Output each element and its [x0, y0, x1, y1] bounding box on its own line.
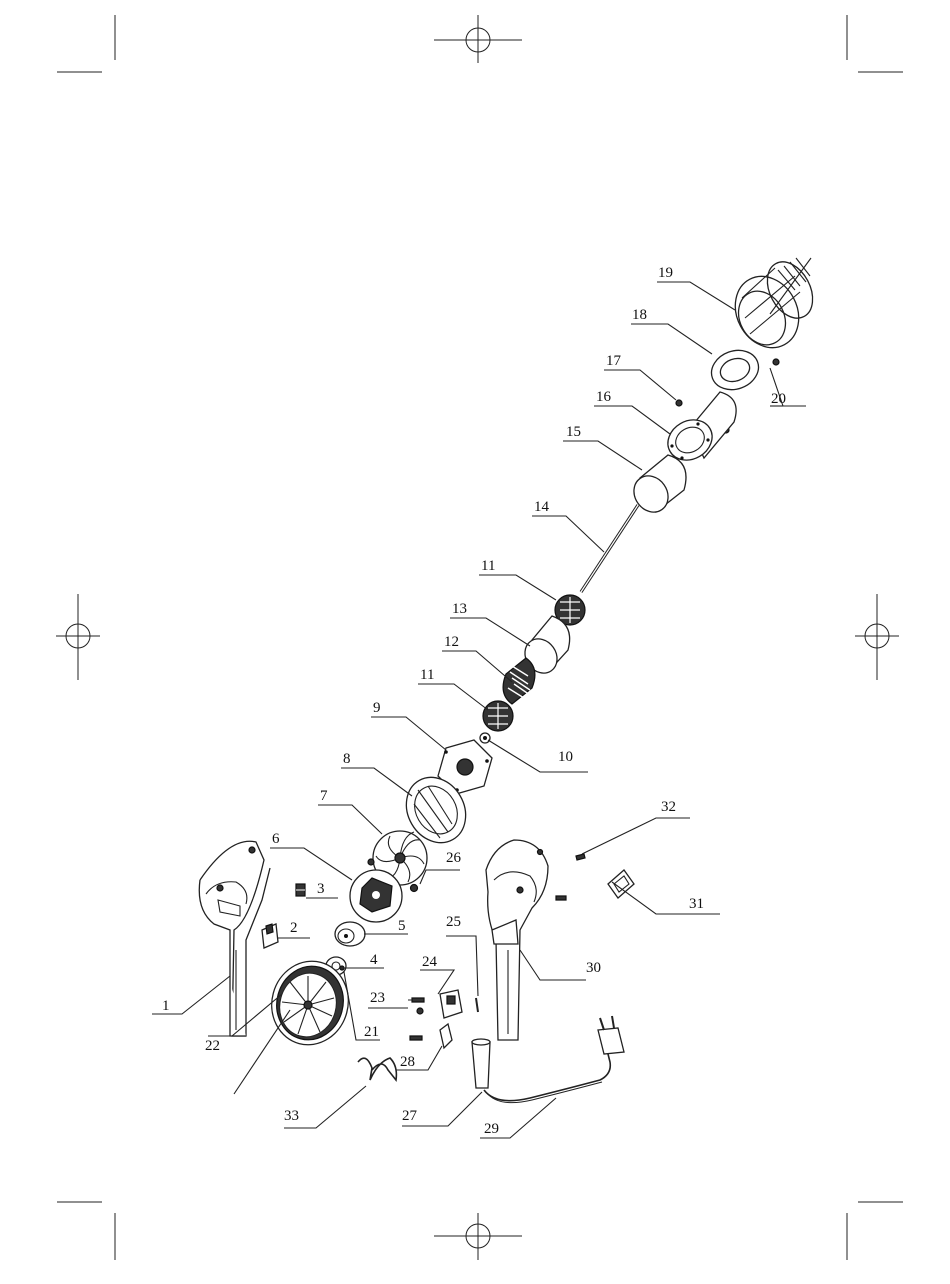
part-1-left-handle — [199, 841, 270, 1036]
label-24: 24 — [422, 954, 438, 970]
target-mark-left — [56, 594, 100, 680]
label-28: 28 — [400, 1054, 415, 1070]
part-32-screw — [576, 854, 585, 860]
target-mark-right — [855, 594, 899, 680]
part-12-heating-coil — [503, 658, 535, 704]
crop-mark-bottom-left — [57, 1202, 115, 1260]
label-14: 14 — [534, 499, 550, 515]
label-33: 33 — [284, 1108, 299, 1124]
part-24-switch-block — [440, 990, 462, 1018]
part-23-screws — [410, 998, 424, 1040]
part-small-nut — [368, 859, 374, 865]
label-11-lower: 11 — [420, 667, 434, 683]
parts-drawing — [199, 254, 821, 1103]
label-23: 23 — [370, 990, 385, 1006]
label-26: 26 — [446, 850, 462, 866]
part-30-right-handle — [486, 840, 548, 1040]
label-21: 21 — [364, 1024, 379, 1040]
label-22: 22 — [205, 1038, 220, 1054]
crop-mark-bottom-right — [847, 1202, 903, 1260]
target-mark-top — [434, 15, 522, 63]
part-11-mica-disc-lower — [483, 701, 513, 731]
label-20: 20 — [771, 391, 786, 407]
label-18: 18 — [632, 307, 647, 323]
part-10-bushing — [480, 733, 490, 743]
label-1: 1 — [162, 998, 170, 1014]
label-12: 12 — [444, 634, 459, 650]
label-2: 2 — [290, 920, 298, 936]
part-31-name-plate — [608, 870, 634, 898]
part-33-hanger-clip — [358, 1058, 396, 1080]
label-15: 15 — [566, 424, 581, 440]
label-27: 27 — [402, 1108, 418, 1124]
label-7: 7 — [320, 788, 328, 804]
part-6-motor-bracket — [350, 870, 402, 922]
label-32: 32 — [661, 799, 676, 815]
label-4: 4 — [370, 952, 378, 968]
part-labels: 19 18 17 20 16 15 14 11 13 12 11 9 10 8 … — [162, 265, 786, 1137]
label-5: 5 — [398, 918, 406, 934]
part-screw-housing — [556, 896, 566, 900]
label-17: 17 — [606, 353, 622, 369]
label-10: 10 — [558, 749, 573, 765]
label-29: 29 — [484, 1121, 499, 1137]
part-18-seal-ring — [706, 344, 764, 396]
label-13: 13 — [452, 601, 467, 617]
label-3: 3 — [317, 881, 325, 897]
label-9: 9 — [373, 700, 381, 716]
part-17-screw — [676, 400, 682, 406]
part-2-switch — [262, 924, 278, 948]
part-5-motor — [335, 922, 365, 946]
part-14-rod — [581, 505, 638, 592]
label-8: 8 — [343, 751, 351, 767]
label-19: 19 — [658, 265, 673, 281]
label-11-upper: 11 — [481, 558, 495, 574]
label-30: 30 — [586, 960, 601, 976]
crop-mark-top-left — [57, 15, 115, 72]
crop-mark-top-right — [847, 15, 903, 72]
part-25-pin — [476, 998, 478, 1012]
part-3-spring — [296, 884, 305, 896]
leader-lines — [152, 258, 811, 1138]
label-31: 31 — [689, 896, 704, 912]
part-19-outlet-nozzle — [723, 254, 822, 359]
part-27-cord-sleeve — [472, 1039, 490, 1088]
part-26-nut — [411, 885, 418, 892]
label-25: 25 — [446, 914, 461, 930]
label-16: 16 — [596, 389, 612, 405]
target-mark-bottom — [434, 1213, 522, 1260]
part-20-screw — [773, 359, 779, 365]
part-28-contact — [440, 1024, 452, 1048]
label-6: 6 — [272, 831, 280, 847]
